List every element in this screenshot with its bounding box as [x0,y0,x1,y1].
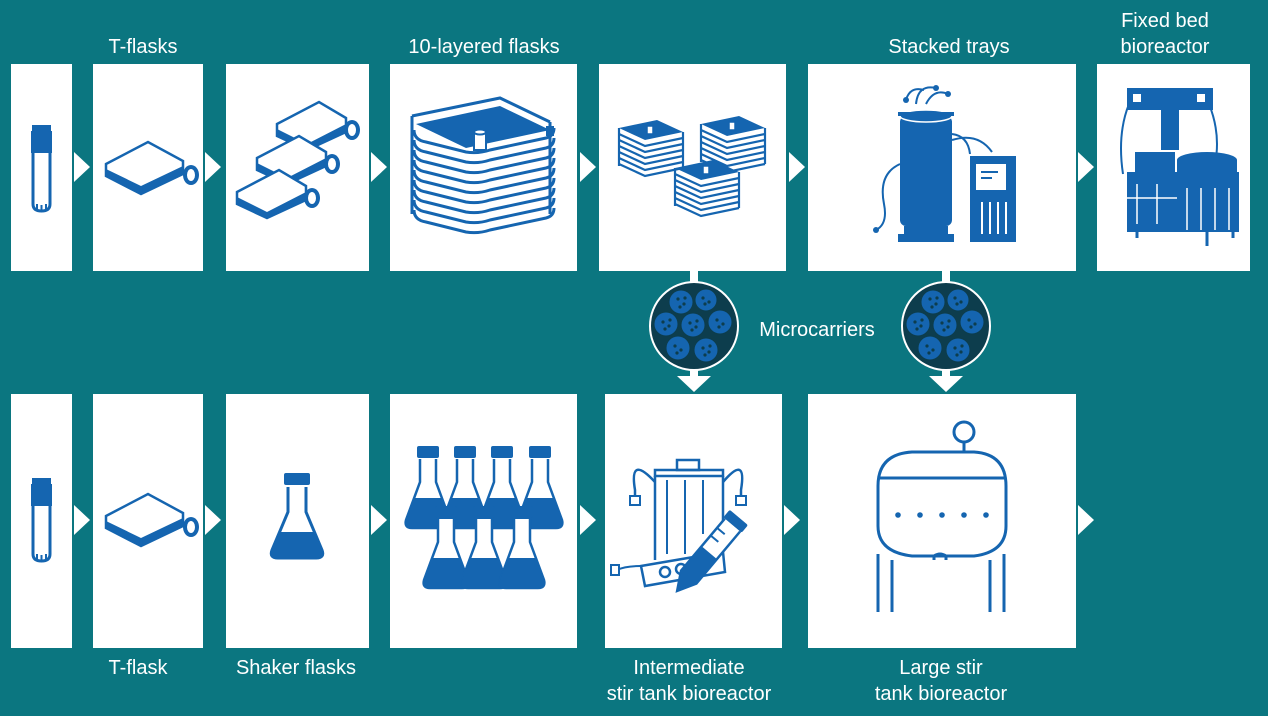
label-fixed-bed-bioreactor: Fixed bed bioreactor [1121,8,1210,60]
label-stacked-trays: Stacked trays [888,36,1010,58]
shaker-flask-icon [269,473,325,560]
cryovial-icon [31,478,52,563]
three-layered-flasks-icon [617,116,767,218]
connector-stem [942,270,950,286]
arrow-right [74,505,90,535]
arrow-right [205,152,221,182]
arrow-down [929,376,963,392]
label-line: Large stir [899,657,983,679]
arrow-right [784,505,800,535]
arrow-right [580,505,596,535]
t-flask-icon [104,140,199,196]
label-t-flasks: T-flasks [108,36,178,58]
label-line: tank bioreactor [874,683,1008,705]
card-t-flasks-stack [226,64,369,271]
microcarriers-icon [901,281,991,371]
arrow-right [1078,505,1094,535]
t-flasks-stack-icon [235,100,360,220]
card-shaker-flask [226,394,369,648]
label-large-stir-tank: Large stir tank bioreactor [875,655,1007,707]
card-cryovial-top [11,64,72,271]
label-line: bioreactor [1120,36,1210,58]
arrow-right [580,152,596,182]
t-flask-icon [104,492,199,548]
card-ten-layered-flask [390,64,577,271]
microcarriers-icon [649,281,739,371]
card-fixed-bed-system [1097,64,1250,271]
card-t-flask-top [93,64,203,271]
label-shaker-flasks: Shaker flasks [235,657,357,679]
card-t-flask-bottom [93,394,203,648]
label-line: Fixed bed [1121,10,1209,32]
card-intermediate-bioreactor [605,394,782,648]
arrow-right [74,152,90,182]
arrow-right [1078,152,1094,182]
fixed-bed-system-icon [1120,88,1239,246]
card-three-layered-flasks [599,64,786,271]
fixed-bed-bioreactor-icon [873,85,1016,242]
ten-layered-flask-icon [410,96,556,235]
label-intermediate-bioreactor: Intermediate stir tank bioreactor [607,655,772,707]
cryovial-icon [31,125,52,213]
arrow-right [371,152,387,182]
label-microcarriers: Microcarriers [759,319,875,341]
card-fixed-bed-bioreactor [808,64,1076,271]
arrow-down [677,376,711,392]
label-line: stir tank bioreactor [606,683,772,705]
arrow-right [371,505,387,535]
card-shaker-flasks-group [390,394,577,648]
label-ten-layered-flasks: 10-layered flasks [408,36,560,58]
arrow-right [205,505,221,535]
label-line: Intermediate [633,657,745,679]
card-large-stir-tank [808,394,1076,648]
connector-stem [690,270,698,286]
shaker-flasks-group-icon [404,444,564,590]
intermediate-bioreactor-icon [610,458,748,593]
arrow-right [789,152,805,182]
label-t-flask: T-flask [108,657,168,679]
card-cryovial-bottom [11,394,72,648]
large-stir-tank-icon [876,420,1008,612]
